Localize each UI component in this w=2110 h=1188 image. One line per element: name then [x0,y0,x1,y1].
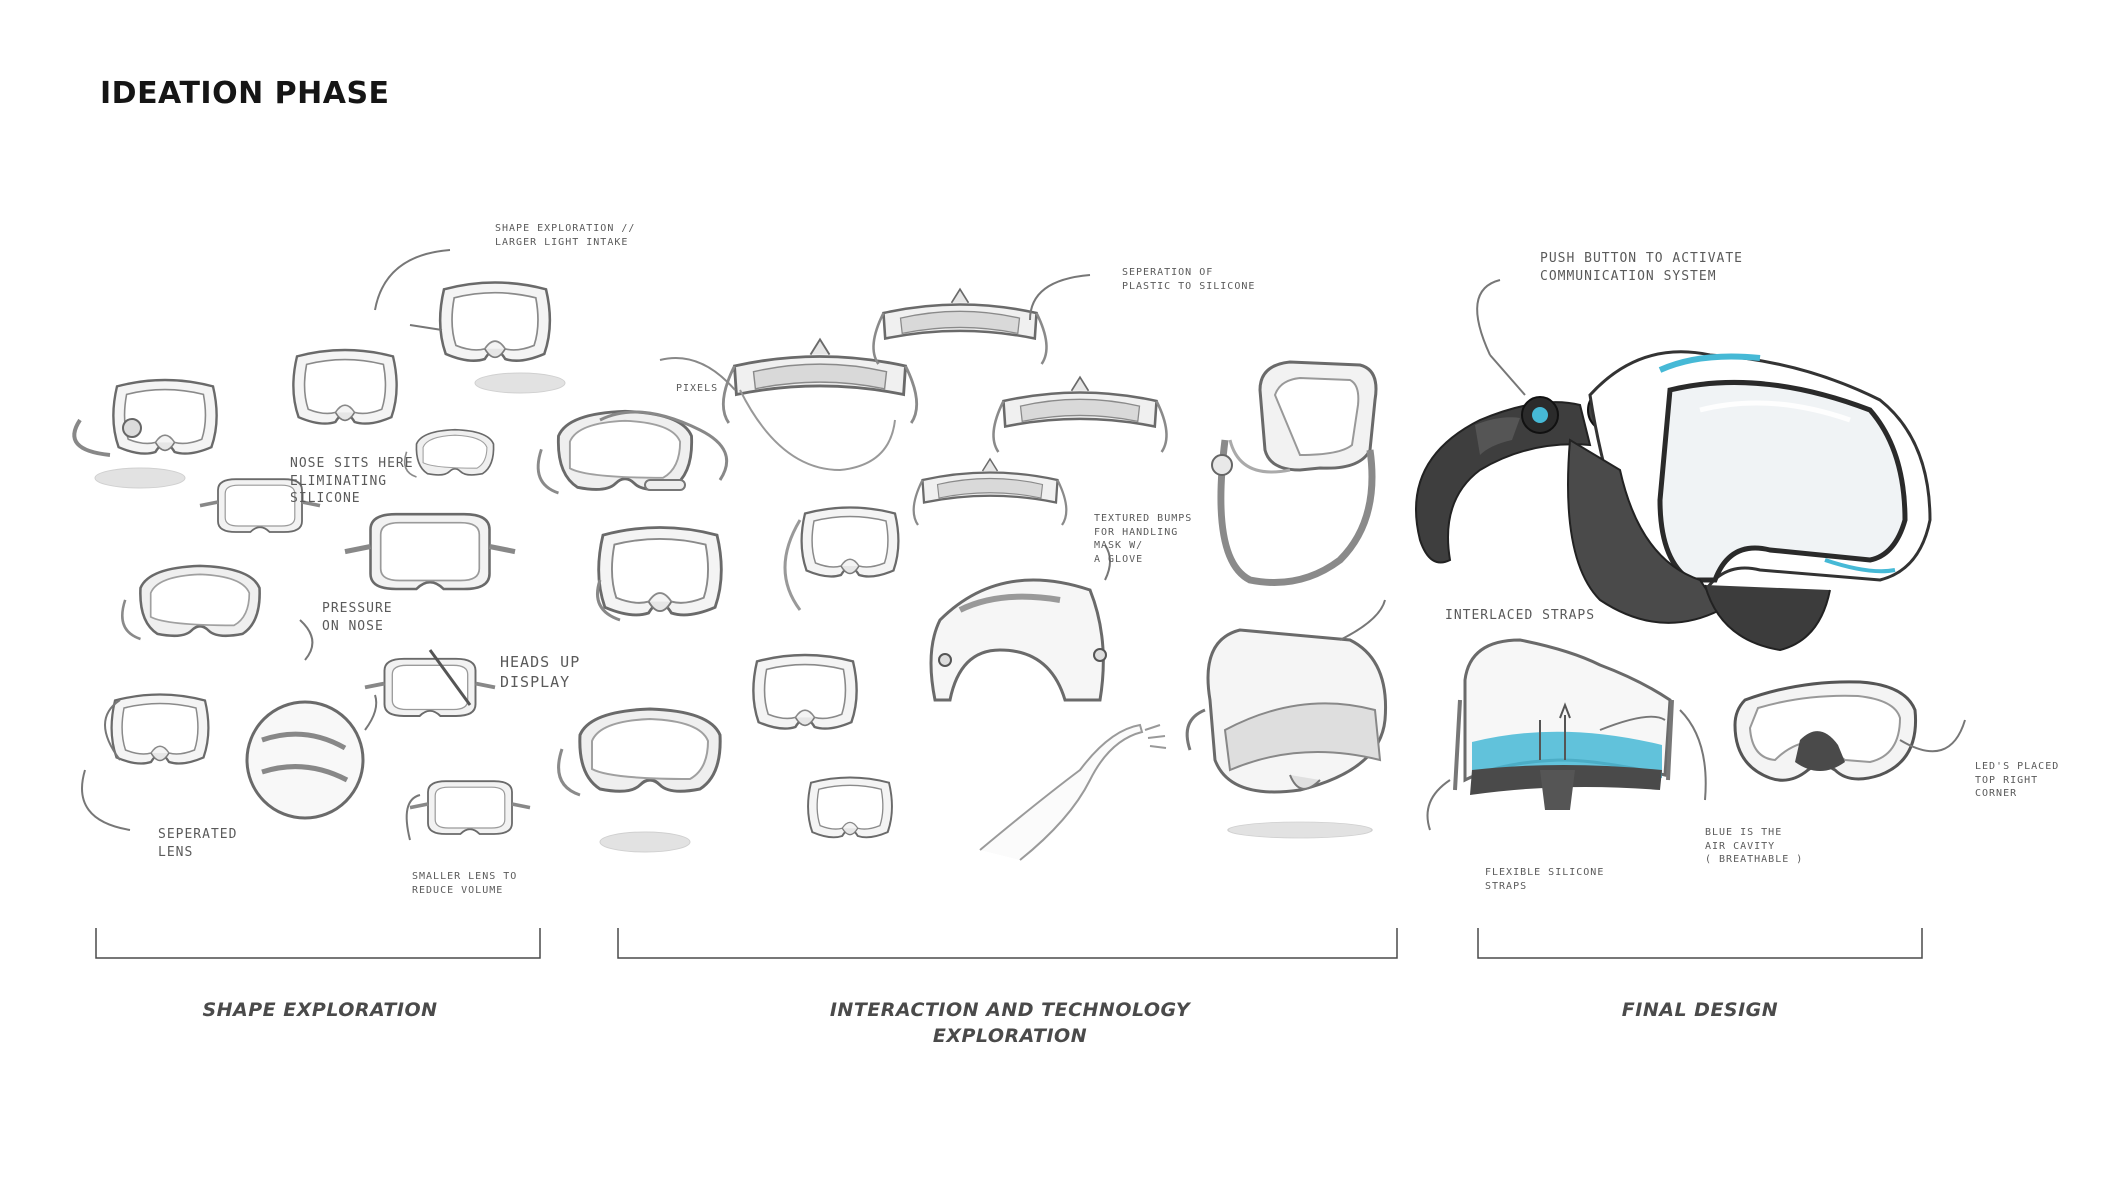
note-seperated-lens: SEPERATED LENS [158,827,238,860]
sketch-shape-exploration [72,249,566,841]
note-pixels: PIXELS [676,383,719,394]
note-heads-up: HEADS UP DISPLAY [500,653,581,692]
section-shape-text: SHAPE EXPLORATION [202,999,438,1021]
note-leds-placed: LED'S PLACED TOP RIGHT CORNER [1975,761,2060,799]
page-title: IDEATION PHASE [100,76,390,111]
section-interaction-line1: INTERACTION AND TECHNOLOGY [829,999,1191,1021]
note-shape-larger-intake: SHAPE EXPLORATION // LARGER LIGHT INTAKE [495,223,636,248]
section-label-interaction: INTERACTION AND TECHNOLOGY EXPLORATION [800,998,1220,1049]
bracket-final [1477,928,1923,959]
note-interlaced-straps: INTERLACED STRAPS [1445,608,1596,623]
note-smaller-lens: SMALLER LENS TO REDUCE VOLUME [412,871,518,896]
note-textured-bumps: TEXTURED BUMPS FOR HANDLING MASK W/ A GL… [1094,513,1193,565]
section-label-shape: SHAPE EXPLORATION [150,998,490,1024]
note-nose-sits: NOSE SITS HERE ELIMINATING SILICONE [290,456,414,507]
bracket-interaction [617,928,1398,959]
note-seperation-plastic: SEPERATION OF PLASTIC TO SILICONE [1122,267,1256,292]
section-interaction-line2: EXPLORATION [932,1024,1088,1047]
note-push-button: PUSH BUTTON TO ACTIVATE COMMUNICATION SY… [1540,251,1744,284]
bracket-shape [95,928,541,959]
note-blue-air-cavity: BLUE IS THE AIR CAVITY ( BREATHABLE ) [1705,827,1804,865]
sketch-interaction-exploration [536,274,1388,861]
section-label-final: FINAL DESIGN [1540,998,1860,1024]
section-final-text: FINAL DESIGN [1621,999,1779,1021]
sketch-final-design [1415,279,1966,831]
note-pressure-nose: PRESSURE ON NOSE [322,601,393,634]
note-flexible-silicone: FLEXIBLE SILICONE STRAPS [1485,867,1605,892]
